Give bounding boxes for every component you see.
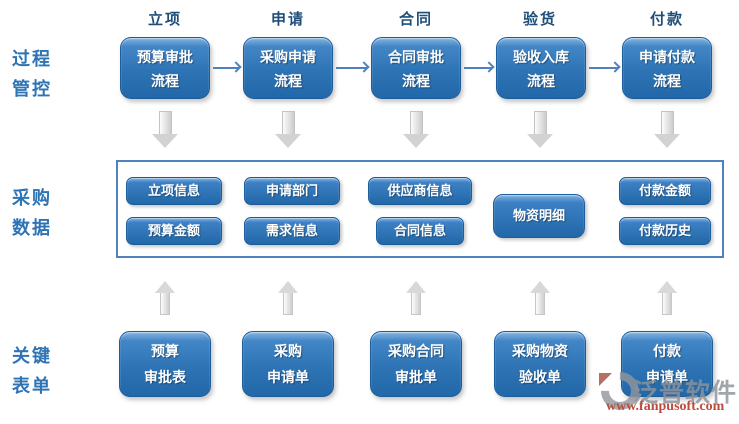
- stage-label-request: 申请: [270, 11, 305, 28]
- up-arrow-icon: [155, 281, 175, 315]
- process-box-line: 流程: [653, 73, 681, 89]
- row-label-purchase-data: 采购 数据: [12, 183, 82, 243]
- row-label-line: 采购: [12, 188, 52, 208]
- process-box-line: 流程: [527, 73, 555, 89]
- stage-label-contract: 合同: [398, 11, 433, 28]
- process-box-budget-approval: 预算审批 流程: [120, 37, 210, 99]
- up-arrow-icon: [657, 281, 677, 315]
- form-box-line: 验收单: [519, 369, 561, 385]
- stage-label-inspection: 验货: [522, 11, 557, 28]
- data-box-payment-history: 付款历史: [619, 217, 711, 245]
- process-box-line: 采购申请: [260, 49, 316, 65]
- flow-arrow-right-icon: [589, 67, 618, 69]
- form-box-line: 申请单: [267, 369, 309, 385]
- fanpu-logo-accent-icon: [599, 373, 612, 386]
- watermark-brand: 泛普软件: [633, 379, 738, 407]
- process-box-line: 流程: [151, 73, 179, 89]
- down-arrow-icon: [152, 111, 178, 148]
- stage-label-project: 立项: [147, 11, 182, 28]
- row-label-line: 管控: [12, 79, 52, 99]
- form-box-payment-request-form: 付款 申请单: [621, 331, 713, 397]
- process-box-line: 验收入库: [513, 49, 569, 65]
- data-box-budget-amount: 预算金额: [126, 217, 222, 245]
- stage-label-payment: 付款: [649, 11, 684, 28]
- data-box-requesting-department: 申请部门: [244, 177, 340, 205]
- form-box-budget-approval-form: 预算 审批表: [119, 331, 211, 397]
- process-box-payment-request: 申请付款 流程: [622, 37, 712, 99]
- form-box-purchase-request-form: 采购 申请单: [242, 331, 334, 397]
- process-box-receiving-warehousing: 验收入库 流程: [496, 37, 586, 99]
- form-box-line: 采购合同: [388, 343, 444, 359]
- down-arrow-icon: [403, 111, 429, 148]
- form-box-contract-approval-form: 采购合同 审批单: [370, 331, 462, 397]
- row-label-line: 表单: [12, 376, 52, 396]
- form-box-line: 审批单: [395, 369, 437, 385]
- row-label-key-forms: 关键 表单: [12, 341, 82, 401]
- form-box-material-acceptance-form: 采购物资 验收单: [494, 331, 586, 397]
- form-box-line: 付款: [653, 343, 681, 359]
- down-arrow-icon: [275, 111, 301, 148]
- process-box-line: 合同审批: [388, 49, 444, 65]
- data-box-material-detail: 物资明细: [493, 194, 585, 238]
- process-box-contract-approval: 合同审批 流程: [371, 37, 461, 99]
- form-box-line: 采购: [274, 343, 302, 359]
- data-box-project-info: 立项信息: [126, 177, 222, 205]
- form-box-line: 申请单: [646, 369, 688, 385]
- form-box-line: 预算: [151, 343, 179, 359]
- form-box-line: 审批表: [144, 369, 186, 385]
- flow-arrow-right-icon: [336, 67, 367, 69]
- process-box-line: 预算审批: [137, 49, 193, 65]
- row-label-line: 过程: [12, 49, 52, 69]
- data-box-supplier-info: 供应商信息: [368, 177, 472, 205]
- flow-arrow-right-icon: [464, 67, 492, 69]
- data-box-demand-info: 需求信息: [244, 217, 340, 245]
- flow-arrow-right-icon: [213, 67, 239, 69]
- down-arrow-icon: [527, 111, 553, 148]
- data-box-payment-amount: 付款金额: [619, 177, 711, 205]
- process-box-purchase-request: 采购申请 流程: [243, 37, 333, 99]
- process-box-line: 流程: [274, 73, 302, 89]
- watermark-url: www.fanpusoft.com: [606, 399, 725, 414]
- up-arrow-icon: [530, 281, 550, 315]
- process-box-line: 申请付款: [639, 49, 695, 65]
- form-box-line: 采购物资: [512, 343, 568, 359]
- row-label-line: 关键: [12, 346, 52, 366]
- down-arrow-icon: [654, 111, 680, 148]
- row-label-process-control: 过程 管控: [12, 44, 82, 104]
- data-box-contract-info: 合同信息: [376, 217, 464, 245]
- process-box-line: 流程: [402, 73, 430, 89]
- row-label-line: 数据: [12, 218, 52, 238]
- up-arrow-icon: [278, 281, 298, 315]
- up-arrow-icon: [406, 281, 426, 315]
